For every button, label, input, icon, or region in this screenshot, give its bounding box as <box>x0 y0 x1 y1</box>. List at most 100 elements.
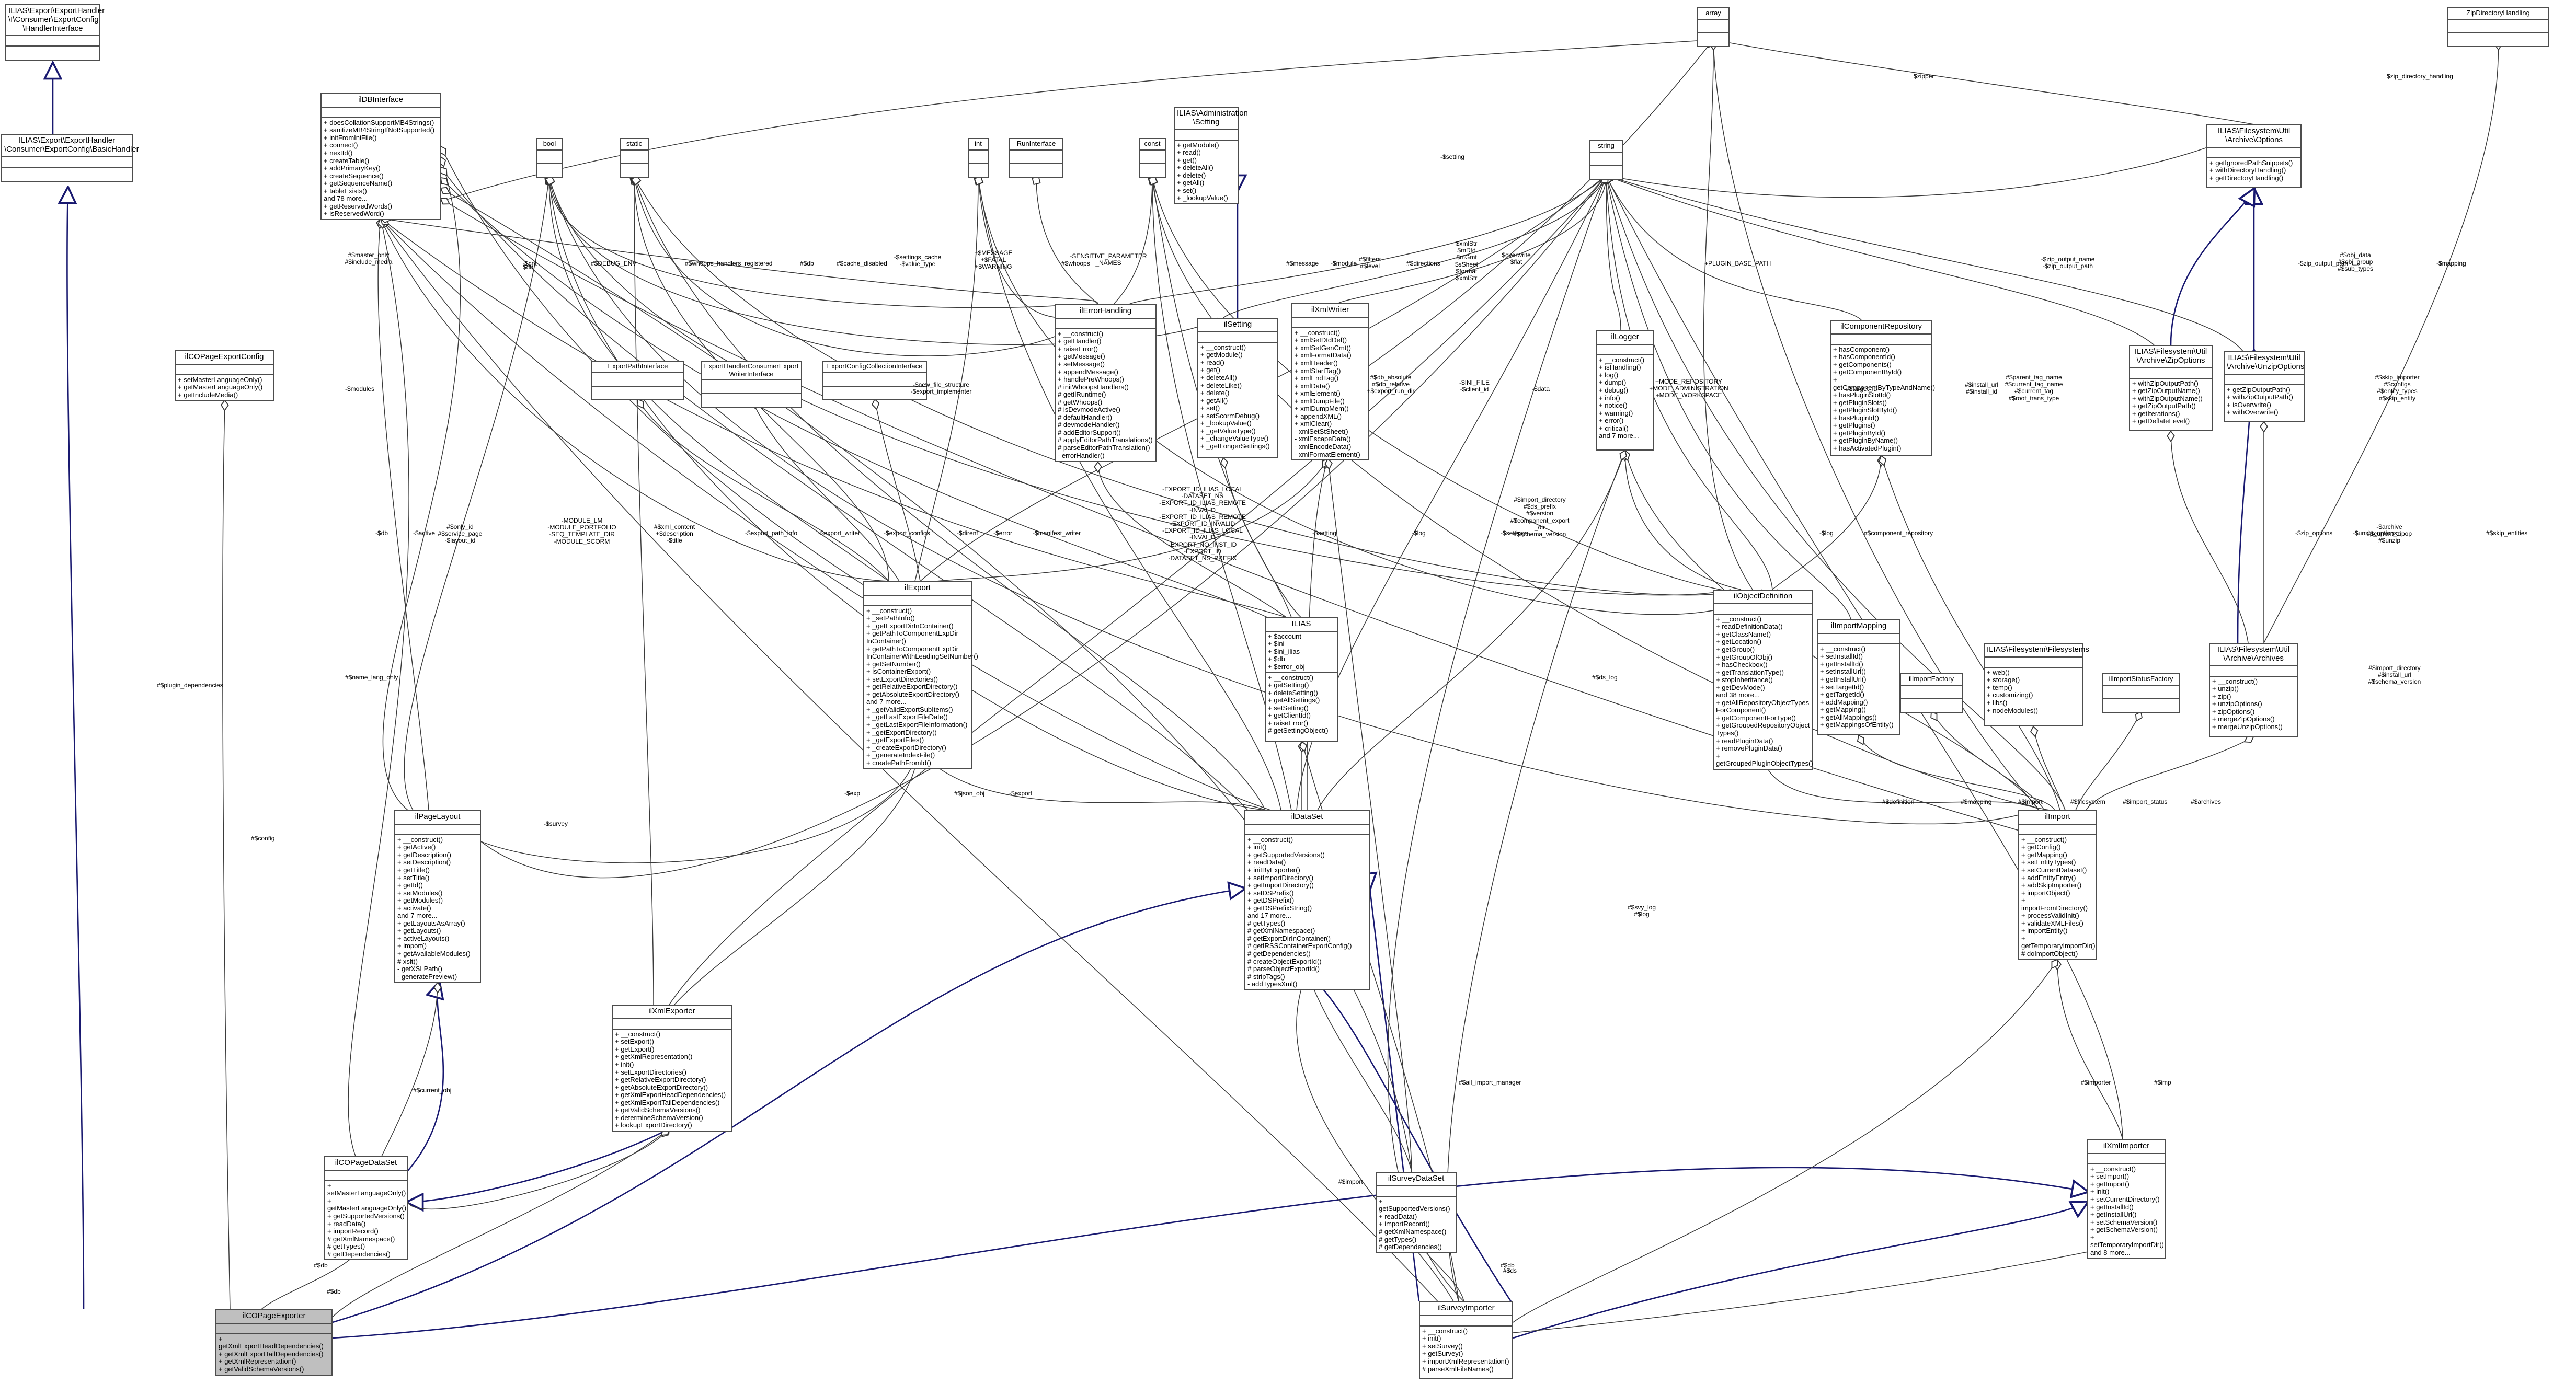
class-node-attributes: + $account + $ini + $ini_ilias + $db + $… <box>1266 632 1337 673</box>
class-node-ilpagelayout[interactable]: ilPageLayout+ __construct() + getActive(… <box>394 810 481 983</box>
class-node-administration_setting[interactable]: ILIAS\Administration \Setting + getModule… <box>1174 107 1248 204</box>
class-node-operations: + __construct() + getModule() + read() +… <box>1200 343 1270 450</box>
edge-label: -$new_file_structure -$export_implemente… <box>910 381 972 396</box>
class-node-operations: + __construct() + getSetting() + deleteS… <box>1268 673 1329 735</box>
class-node-attributes <box>1420 1316 1512 1327</box>
class-node-title: ilXmlWriter <box>1292 304 1368 318</box>
class-node-ilias[interactable]: ILIAS+ $account + $ini + $ini_ilias + $d… <box>1265 617 1338 742</box>
edge-label: #$config <box>251 835 275 842</box>
class-node-ilxmlimporter[interactable]: ilXmlImporter+ __construct() + setImport… <box>2087 1139 2166 1259</box>
class-node-ilimportstatusfactory[interactable]: ilImportStatusFactory <box>2102 673 2180 713</box>
class-node-title: ilDBInterface <box>322 94 440 108</box>
class-node-ilerrorhandling[interactable]: ilErrorHandling+ __construct() + getHand… <box>1055 304 1157 462</box>
class-node-title: ilSurveyDataSet <box>1377 1173 1456 1186</box>
class-node-int[interactable]: int <box>968 138 989 178</box>
class-node-operations <box>2448 33 2548 46</box>
edge-label: -$log <box>1412 529 1426 537</box>
class-node-runinterface[interactable]: RunInterface <box>1009 138 1063 178</box>
edge-label: -$zip_options <box>2295 529 2333 537</box>
edge-label: #$definition <box>1882 798 1915 805</box>
class-node-title: ilImportFactory <box>1901 674 1962 686</box>
class-node-operations <box>6 47 99 49</box>
class-node-attributes <box>702 380 801 395</box>
class-node-ilcopagedataset[interactable]: ilCOPageDataSet+ setMasterLanguageOnly()… <box>324 1156 408 1261</box>
class-node-ilobjectdefinition[interactable]: ilObjectDefinition+ __construct() + read… <box>1713 590 1813 770</box>
class-node-operations <box>2103 699 2179 712</box>
class-node-operations <box>537 164 562 177</box>
edge-label: #$mapping <box>1961 798 1992 805</box>
class-node-handler_interface[interactable]: ILIAS\Export\ExportHandler \I\Consumer\E… <box>5 4 105 61</box>
class-node-ilsurveydataset[interactable]: ilSurveyDataSet+ getSupportedVersions() … <box>1376 1172 1457 1253</box>
class-node-ilsurveyimporter[interactable]: ilSurveyImporter+ __construct() + init()… <box>1419 1301 1513 1379</box>
class-node-operations: + __construct() + getHandler() + raiseEr… <box>1058 329 1153 459</box>
class-node-attributes <box>1245 825 1369 835</box>
class-node-static[interactable]: static <box>620 138 649 178</box>
edge-label: -$archive #$current_zipop #$unzip <box>2366 523 2412 545</box>
edge-label: #$import <box>2018 798 2043 805</box>
class-node-attributes <box>592 373 683 387</box>
class-node-array[interactable]: array <box>1697 7 1730 47</box>
class-node-string[interactable]: string <box>1589 140 1623 180</box>
class-node-zipdirectoryhandling[interactable]: ZipDirectoryHandling <box>2447 7 2549 47</box>
class-node-ilcopageexporter[interactable]: ilCOPageExporter+ getXmlExportHeadDepend… <box>215 1309 333 1376</box>
class-node-ilxmlwriter[interactable]: ilXmlWriter+ __construct() + xmlSetDtdDe… <box>1291 303 1369 461</box>
class-node-fs_archive_archives[interactable]: ILIAS\Filesystem\Util \Archive\Archives+… <box>2209 643 2298 737</box>
class-node-bool[interactable]: bool <box>536 138 563 178</box>
class-node-title: const <box>1140 139 1165 151</box>
class-node-ildataset[interactable]: ilDataSet+ __construct() + init() + getS… <box>1244 810 1370 990</box>
edge-label: #$ail_import_manager <box>1459 1079 1521 1086</box>
class-node-ilimportmapping[interactable]: ilImportMapping+ __construct() + setInst… <box>1817 619 1900 735</box>
edge-label: #$db <box>1501 1262 1515 1269</box>
class-node-ilimportfactory[interactable]: ilImportFactory <box>1900 673 1963 713</box>
class-node-exportpathinterface[interactable]: ExportPathInterface <box>591 361 684 400</box>
class-node-attributes <box>1590 153 1622 166</box>
class-node-operations: + __construct() + isHandling() + log() +… <box>1599 355 1645 440</box>
edge-label: -$setting <box>1440 153 1465 160</box>
class-node-operations: + __construct() + init() + setSurvey() +… <box>1422 1327 1509 1373</box>
edge-label: $xmlStr $mDtd $mGmt $sSheet $format $xml… <box>1455 240 1479 282</box>
class-node-title: ilImport <box>2019 811 2096 825</box>
class-node-title: ILIAS\Administration \Setting <box>1175 108 1248 130</box>
edge-label: #$skip_entities <box>2486 529 2528 537</box>
edge-label: -$survey <box>544 820 568 827</box>
class-node-illogger[interactable]: ilLogger+ __construct() + isHandling() +… <box>1596 330 1654 451</box>
edge-label: -$zip_output_path <box>2298 260 2349 267</box>
class-node-const[interactable]: const <box>1139 138 1166 178</box>
class-node-operations: + getModule() + read() + get() + deleteA… <box>1177 141 1228 202</box>
edge-label: #$parent_tag_name #$current_tag_name #$c… <box>2005 374 2063 402</box>
class-node-basic_handler[interactable]: ILIAS\Export\ExportHandler \Consumer\Exp… <box>1 134 139 182</box>
class-node-exportconfigcollectioninterface[interactable]: ExportConfigCollectionInterface <box>822 361 927 400</box>
class-node-operations: + __construct() + setImport() + getImpor… <box>2090 1164 2164 1256</box>
class-node-fs_filesystems[interactable]: ILIAS\Filesystem\Filesystems+ web() + st… <box>1984 643 2089 726</box>
class-node-exporthandlerconsumerexport_writerinterface[interactable]: ExportHandlerConsumerExport WriterInterf… <box>701 361 802 408</box>
edge-label: #$current_obj <box>413 1087 452 1094</box>
class-node-ilcopageexportconfig[interactable]: ilCOPageExportConfig+ setMasterLanguageO… <box>175 350 274 401</box>
edge-label: #$filesystem <box>2070 798 2105 805</box>
class-node-attributes <box>2103 686 2179 699</box>
edge-label: -$active <box>413 529 436 537</box>
class-node-fs_archive_unzipoptions[interactable]: ILIAS\Filesystem\Util \Archive\UnzipOpti… <box>2224 351 2305 422</box>
class-node-ilexport[interactable]: ilExport+ __construct() + _setPathInfo()… <box>863 581 978 769</box>
class-node-fs_archive_zipoptions[interactable]: ILIAS\Filesystem\Util \Archive\ZipOption… <box>2129 345 2213 431</box>
edge-label: #$svy_log #$log <box>1627 904 1656 918</box>
edge-label: -$modules <box>345 385 375 393</box>
class-node-ilsetting[interactable]: ilSetting+ __construct() + getModule() +… <box>1197 318 1278 458</box>
edge-label: #$db <box>327 1288 341 1295</box>
class-node-operations: + __construct() + unzip() + zip() + unzi… <box>2212 677 2283 731</box>
class-node-operations: + setMasterLanguageOnly() + getMasterLan… <box>327 1181 407 1258</box>
class-node-attributes <box>176 365 273 375</box>
edge-label: -$INI_FILE -$client_id <box>1459 379 1490 394</box>
class-node-operations: + web() + storage() + temp() + customizi… <box>1987 668 2038 714</box>
edge-label: #$db <box>314 1262 328 1269</box>
edge-label: -$error <box>993 529 1013 537</box>
edge-label: #$plugin_dependencies <box>157 682 223 689</box>
class-node-ilcomponentrepository[interactable]: ilComponentRepository+ hasComponent() + … <box>1830 320 1935 456</box>
class-node-ildbinterface[interactable]: ilDBInterface+ doesCollationSupportMB4St… <box>320 93 441 220</box>
edge-label: -$export_configs <box>884 529 930 537</box>
edge-label: #$whoops <box>1061 260 1090 267</box>
class-node-ilxmlexporter[interactable]: ilXmlExporter+ __construct() + setExport… <box>612 1005 732 1132</box>
class-node-fs_archive_options[interactable]: ILIAS\Filesystem\Util \Archive\Options+ … <box>2206 124 2302 188</box>
class-node-title: ilExport <box>864 582 971 596</box>
edge-label: #$import <box>1338 1178 1363 1185</box>
class-node-ilimport[interactable]: ilImport+ __construct() + getConfig() + … <box>2018 810 2097 960</box>
